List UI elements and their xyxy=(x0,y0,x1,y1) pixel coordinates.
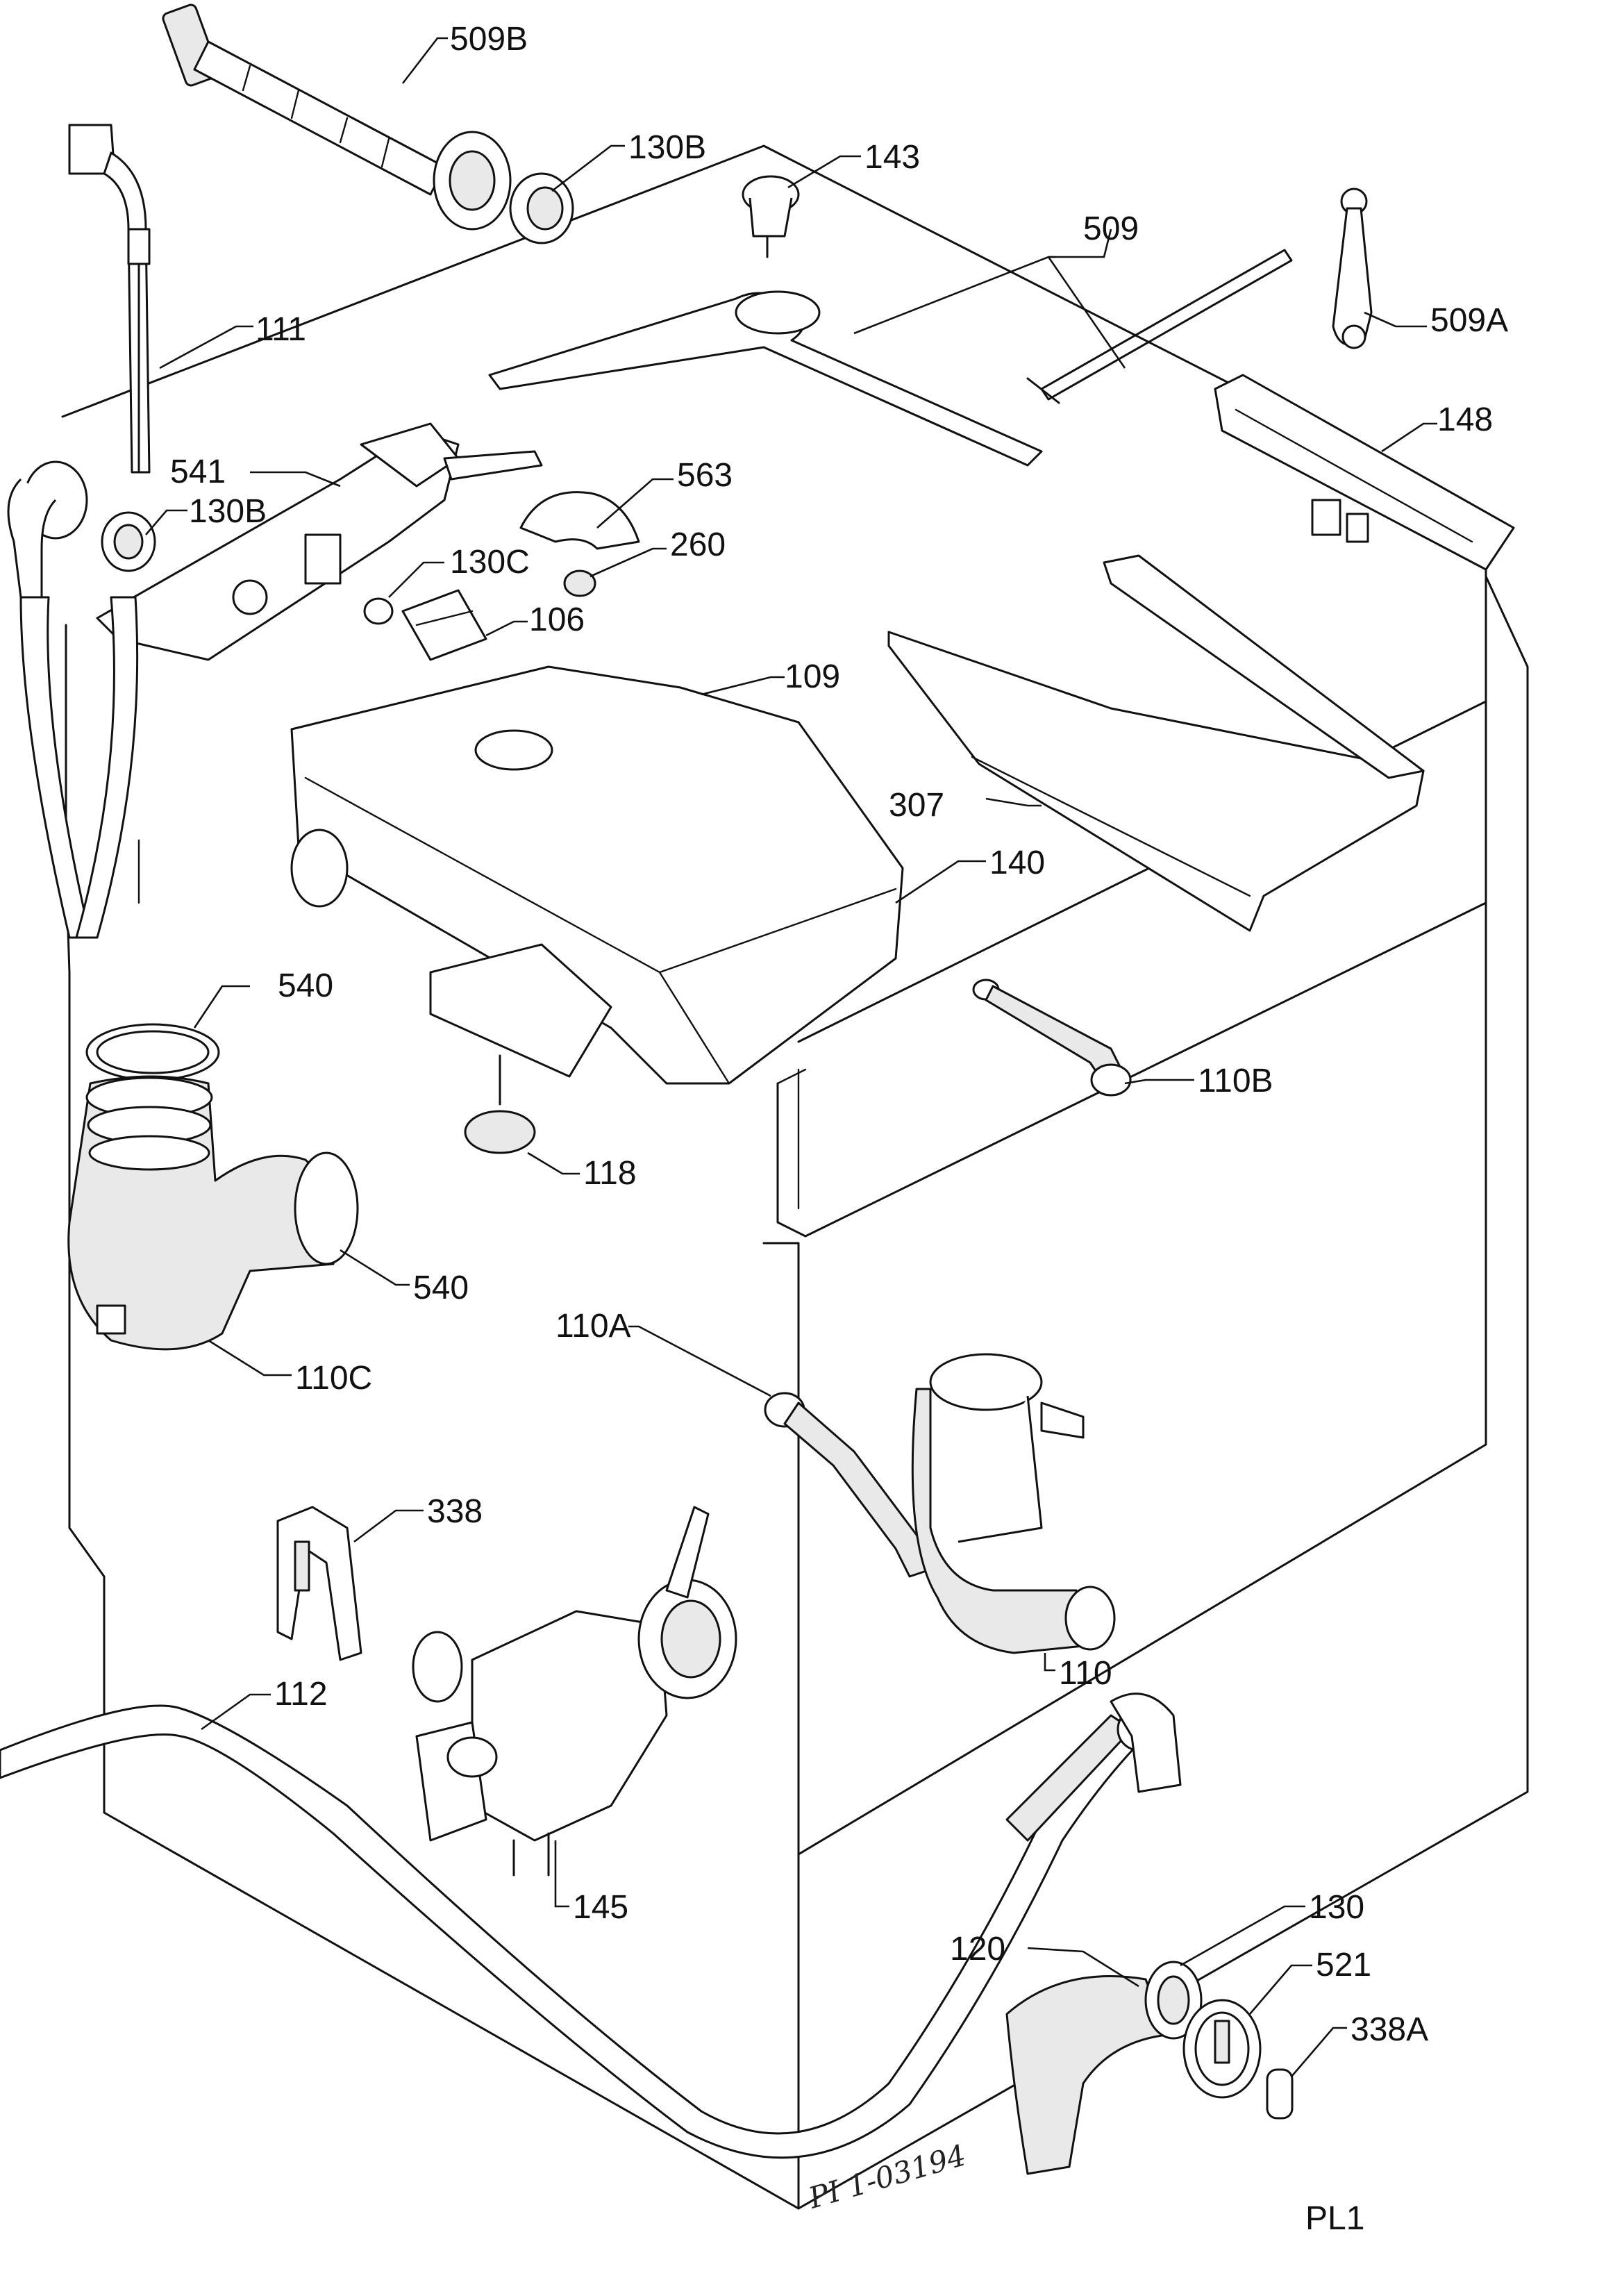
clamp-540 xyxy=(294,1151,359,1265)
label-110: 110 xyxy=(1059,1655,1112,1692)
label-148: 148 xyxy=(1437,401,1493,438)
label-540-top: 540 xyxy=(278,967,333,1004)
wheel-118 xyxy=(464,1054,536,1154)
cap-521 xyxy=(1182,1999,1262,2099)
lever-509a xyxy=(1332,188,1373,349)
label-111: 111 xyxy=(256,311,306,348)
hose-110a xyxy=(764,1392,932,1578)
label-307: 307 xyxy=(889,787,944,824)
gasket-130 xyxy=(1144,1961,1203,2040)
label-509b: 509B xyxy=(450,21,528,58)
label-521: 521 xyxy=(1316,1947,1371,1983)
hose-110b xyxy=(972,979,1132,1097)
label-540: 540 xyxy=(413,1270,469,1306)
leader-lines xyxy=(145,37,1437,2077)
label-509: 509 xyxy=(1083,210,1139,247)
hose-inlet-left xyxy=(7,460,139,939)
pump-145 xyxy=(412,1506,737,1877)
label-140: 140 xyxy=(989,845,1045,881)
elbow-110 xyxy=(911,1353,1116,1654)
label-260: 260 xyxy=(670,526,726,563)
label-118: 118 xyxy=(583,1155,637,1192)
label-130b: 130B xyxy=(189,493,267,530)
plug-338a xyxy=(1266,2068,1294,2120)
knob-143 xyxy=(742,175,800,258)
hose-112 xyxy=(0,1692,1182,2159)
nut-130b-top xyxy=(509,172,574,244)
dispenser-housing xyxy=(290,665,904,1085)
label-130b-top: 130B xyxy=(628,129,706,166)
label-109: 109 xyxy=(785,658,840,695)
corner-code: PL1 xyxy=(1305,2200,1364,2237)
label-509a: 509A xyxy=(1430,302,1508,339)
rod-509 xyxy=(1026,249,1293,404)
nut-130b xyxy=(101,511,156,572)
clip-338 xyxy=(276,1506,362,1661)
label-110b: 110B xyxy=(1198,1063,1273,1099)
label-143: 143 xyxy=(864,139,920,176)
hose-111 xyxy=(68,124,151,474)
lever-509 xyxy=(488,290,1043,467)
part-labels: 509B 130B 143 509 111 509A 148 541 130B … xyxy=(170,21,1508,2048)
label-110a: 110A xyxy=(555,1308,631,1345)
bracket-541 xyxy=(96,422,543,661)
spring-260 xyxy=(563,569,596,597)
valve-130c xyxy=(363,597,394,625)
label-112: 112 xyxy=(274,1676,328,1713)
hose-509b xyxy=(162,3,512,231)
filter-120 xyxy=(1005,1975,1168,2175)
label-110c: 110C xyxy=(295,1360,372,1397)
label-338: 338 xyxy=(427,1493,483,1530)
label-130: 130 xyxy=(1309,1889,1364,1926)
clamp-540-top xyxy=(85,1023,220,1081)
drawer-307 xyxy=(887,554,1425,932)
label-563: 563 xyxy=(677,457,733,494)
handle-148 xyxy=(1214,374,1515,571)
label-130c: 130C xyxy=(450,544,530,581)
valve-106 xyxy=(401,589,487,661)
label-338a: 338A xyxy=(1351,2011,1428,2048)
cam-563 xyxy=(519,491,640,550)
label-106: 106 xyxy=(529,601,585,638)
bellows-110c xyxy=(67,1075,349,1351)
label-541: 541 xyxy=(170,454,226,490)
label-145: 145 xyxy=(573,1889,628,1926)
label-120: 120 xyxy=(950,1931,1005,1968)
